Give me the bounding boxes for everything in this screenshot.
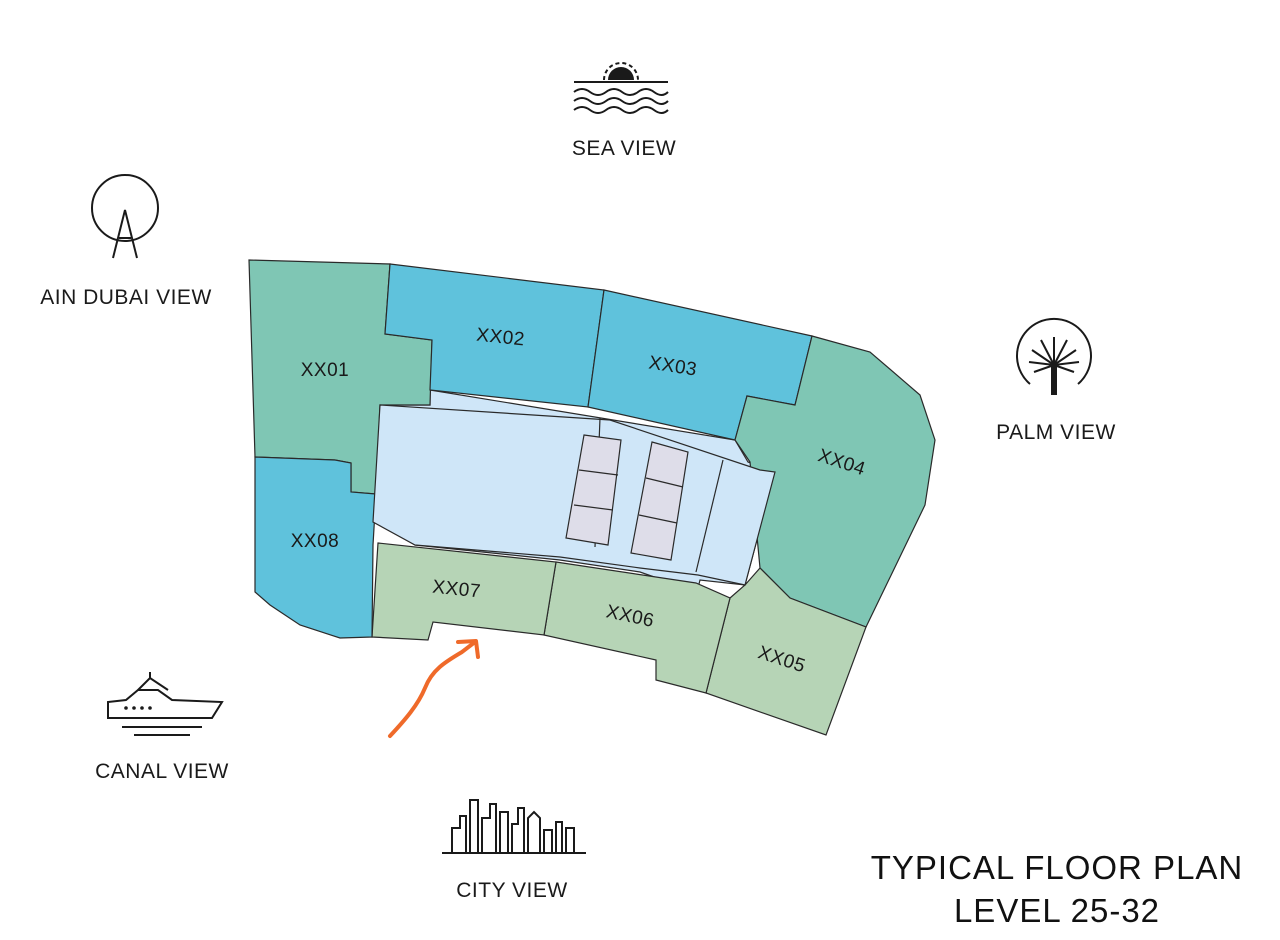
unit-xx08[interactable] — [254, 456, 377, 639]
city-view-label: CITY VIEW — [456, 879, 567, 902]
sunset-sea-icon — [573, 62, 669, 114]
city-skyline-icon — [442, 799, 586, 854]
floor-plan-level: LEVEL 25-32 — [954, 892, 1160, 929]
arrow-annotation-icon — [388, 639, 480, 738]
sea-view-label: SEA VIEW — [572, 137, 676, 160]
unit-xx06[interactable] — [543, 561, 731, 694]
lift-core-right — [630, 441, 689, 561]
ain-dubai-view-label: AIN DUBAI VIEW — [40, 286, 212, 309]
palm-tree-icon — [1016, 317, 1092, 395]
canal-view-label: CANAL VIEW — [95, 760, 229, 783]
unit-xx01-label: XX01 — [301, 360, 349, 381]
unit-xx08-label: XX08 — [291, 531, 339, 552]
palm-view-label: PALM VIEW — [996, 421, 1116, 444]
floor-plate — [248, 259, 936, 736]
unit-xx02-label: XX02 — [475, 325, 525, 351]
floor-plan-title: TYPICAL FLOOR PLAN — [871, 849, 1244, 886]
yacht-icon — [107, 672, 224, 736]
unit-xx07-label: XX07 — [431, 577, 481, 603]
lift-core-left — [565, 434, 622, 546]
ain-dubai-wheel-icon — [91, 174, 159, 259]
